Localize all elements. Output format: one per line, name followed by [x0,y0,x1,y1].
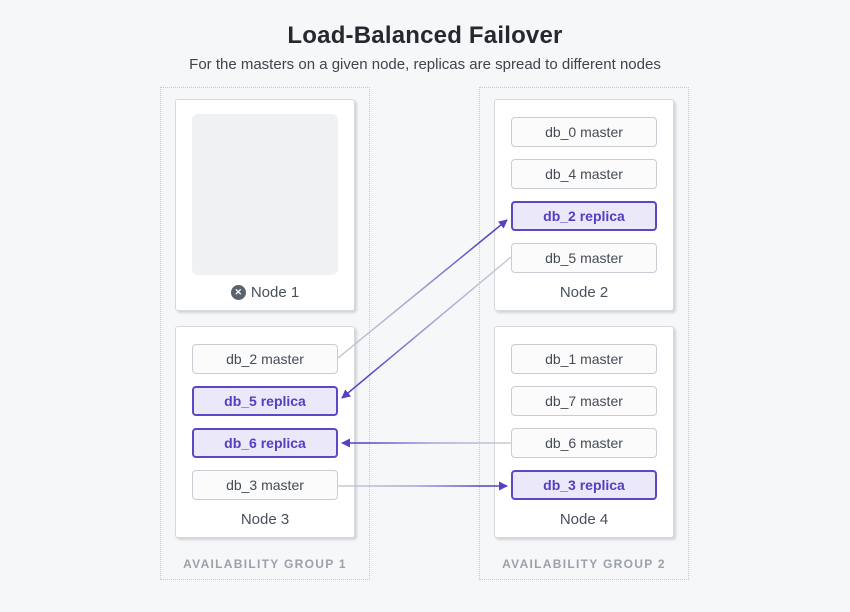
failed-node-icon: ✕ [230,285,246,300]
node-1-name: Node 1 [250,284,300,301]
node-3-label: Node 3 [176,511,354,528]
node-4-card: db_1 master db_7 master db_6 master db_3… [494,326,674,538]
node-2-name: Node 2 [559,284,609,301]
availability-group-2: db_0 master db_4 master db_2 replica db_… [479,87,689,580]
db-box-db_3-master: db_3 master [192,470,338,500]
node-1-label: ✕ Node 1 [176,284,354,301]
db-box-db_0-master: db_0 master [511,117,657,147]
db-box-db_3-replica: db_3 replica [511,470,657,500]
node-3-name: Node 3 [240,511,290,528]
db-box-db_2-replica: db_2 replica [511,201,657,231]
node-2-label: Node 2 [495,284,673,301]
node-2-card: db_0 master db_4 master db_2 replica db_… [494,99,674,311]
diagram-header: Load-Balanced Failover For the masters o… [0,22,850,73]
availability-group-1: ✕ Node 1 db_2 master db_5 replica db_6 r… [160,87,370,580]
db-box-db_4-master: db_4 master [511,159,657,189]
db-box-db_2-master: db_2 master [192,344,338,374]
page-subtitle: For the masters on a given node, replica… [189,56,661,73]
node-4-name: Node 4 [559,511,609,528]
page-title: Load-Balanced Failover [287,22,563,49]
failed-node-placeholder [192,114,338,275]
db-box-db_5-master: db_5 master [511,243,657,273]
db-box-db_6-replica: db_6 replica [192,428,338,458]
node-3-card: db_2 master db_5 replica db_6 replica db… [175,326,355,538]
availability-group-1-label: AVAILABILITY GROUP 1 [183,557,347,571]
db-box-db_6-master: db_6 master [511,428,657,458]
db-box-db_1-master: db_1 master [511,344,657,374]
db-box-db_5-replica: db_5 replica [192,386,338,416]
db-box-db_7-master: db_7 master [511,386,657,416]
availability-group-2-label: AVAILABILITY GROUP 2 [502,557,666,571]
node-4-label: Node 4 [495,511,673,528]
node-1-card: ✕ Node 1 [175,99,355,311]
